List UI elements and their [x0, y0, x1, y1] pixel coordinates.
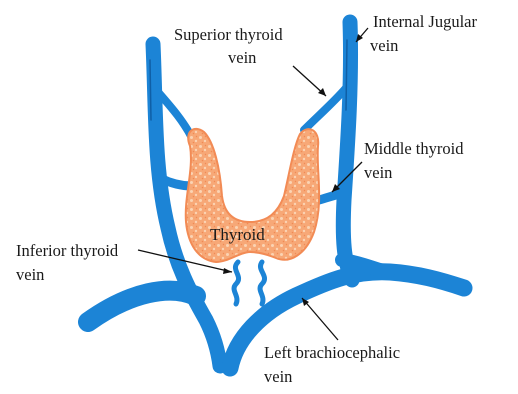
- label-middle-thyroid-line2: vein: [364, 163, 392, 182]
- label-middle-thyroid-line1: Middle thyroid: [364, 139, 464, 158]
- label-superior-thyroid-line2: vein: [228, 48, 256, 67]
- vein-shading: [346, 40, 347, 110]
- veins: [88, 22, 464, 368]
- label-thyroid: Thyroid: [210, 225, 265, 244]
- middle-thyroid-vein-left: [160, 178, 192, 186]
- label-left-brachiocephalic-line1: Left brachiocephalic: [264, 343, 400, 362]
- label-inferior-thyroid-line1: Inferior thyroid: [16, 241, 119, 260]
- inferior-thyroid-vein-right: [260, 262, 265, 304]
- inferior-thyroid-vein-left: [234, 262, 239, 304]
- internal-jugular-vein: [343, 22, 352, 280]
- label-superior-thyroid-line1: Superior thyroid: [174, 25, 283, 44]
- label-internal-jugular-line2: vein: [370, 36, 398, 55]
- leader-left-brachiocephalic: [302, 298, 338, 340]
- vein-shading: [150, 60, 151, 120]
- label-left-brachiocephalic-line2: vein: [264, 367, 292, 386]
- right-subclavian-vein: [88, 291, 196, 322]
- label-inferior-thyroid-line2: vein: [16, 265, 44, 284]
- arrowhead-inferior-thyroid: [223, 268, 232, 274]
- label-internal-jugular-line1: Internal Jugular: [373, 12, 478, 31]
